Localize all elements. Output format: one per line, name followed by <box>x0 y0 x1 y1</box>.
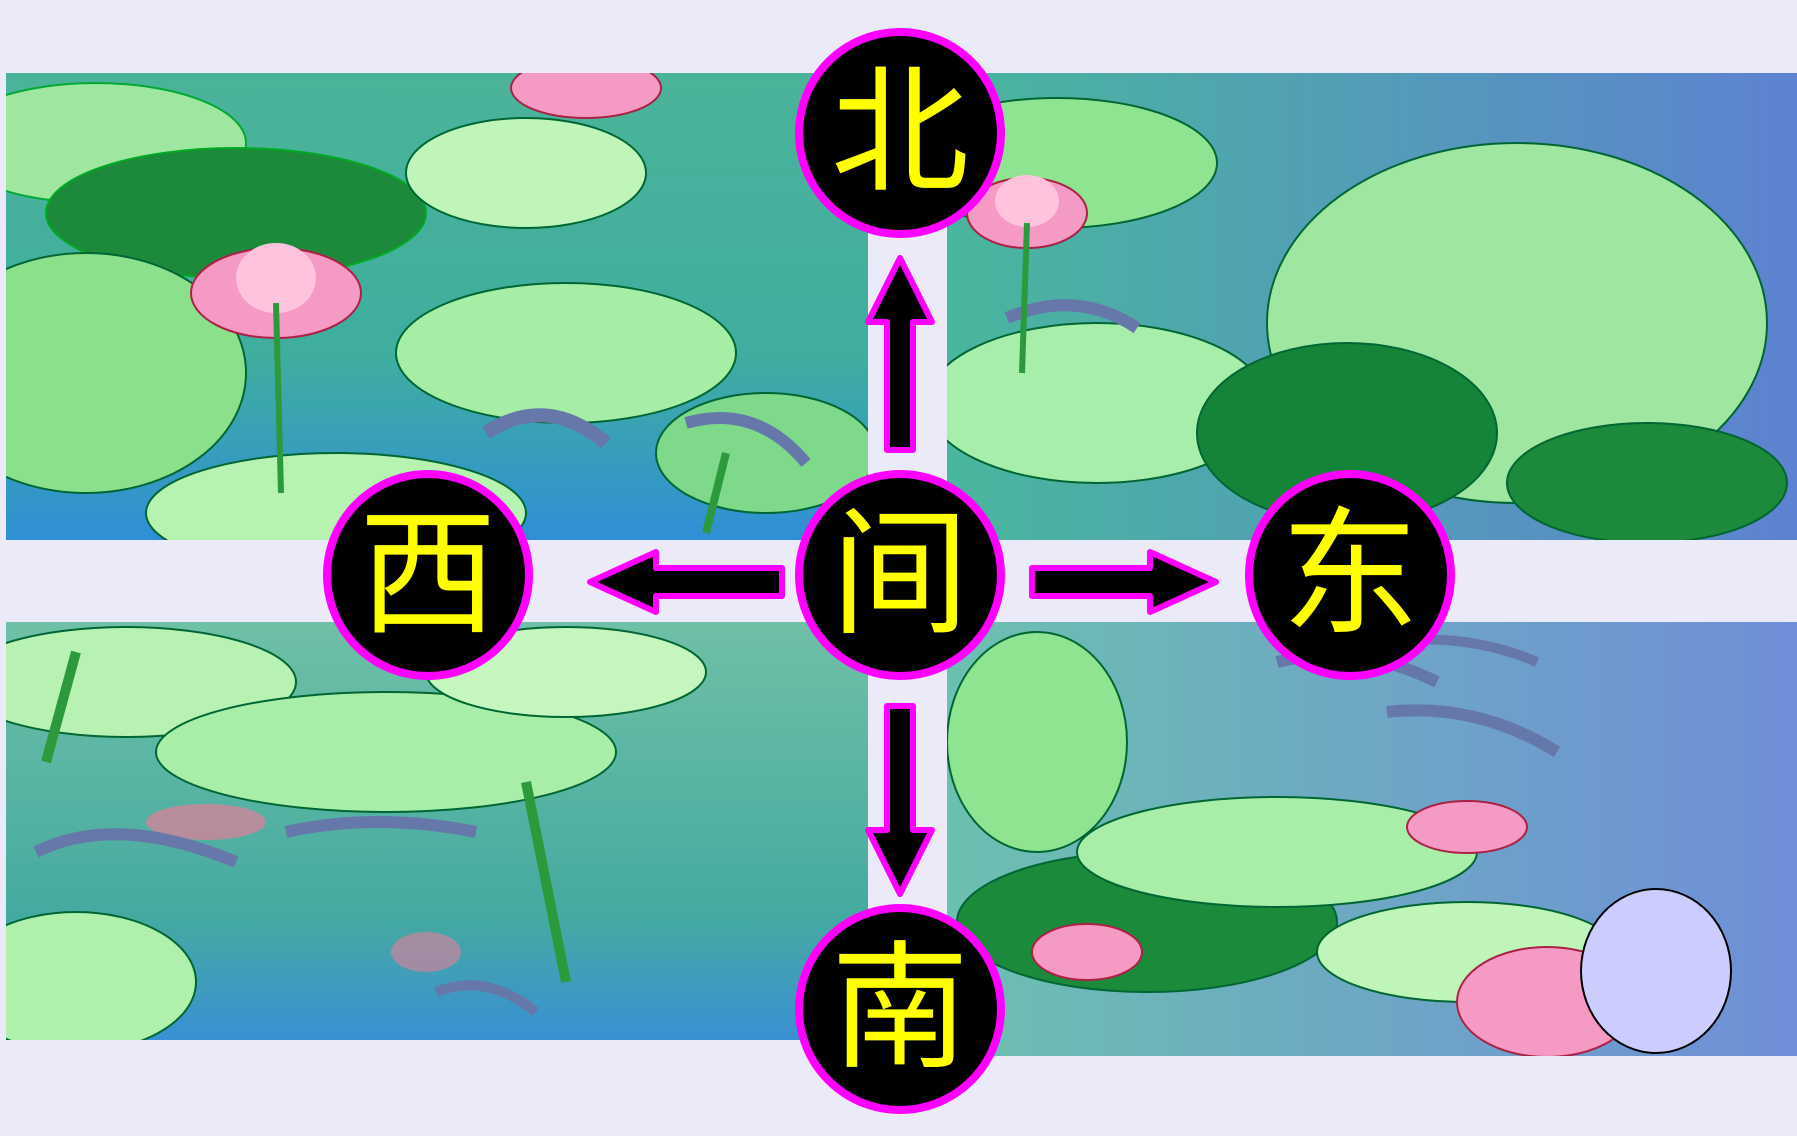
pond-image-northwest <box>6 73 868 540</box>
east-circle[interactable]: 东 <box>1245 470 1455 680</box>
south-label: 南 <box>830 928 969 1089</box>
pond-image-northeast <box>947 73 1797 540</box>
north-circle[interactable]: 北 <box>795 28 1005 238</box>
arrow-west <box>587 549 785 615</box>
lavender-circle-button[interactable] <box>1580 888 1732 1054</box>
north-label: 北 <box>830 52 969 213</box>
center-label: 间 <box>830 494 969 655</box>
pond-image-southwest <box>6 622 868 1040</box>
south-circle[interactable]: 南 <box>795 904 1005 1114</box>
arrow-south <box>865 703 935 897</box>
center-circle[interactable]: 间 <box>795 470 1005 680</box>
arrow-east <box>1029 549 1219 615</box>
west-label: 西 <box>358 494 497 655</box>
east-label: 东 <box>1280 494 1419 655</box>
arrow-north <box>865 255 935 453</box>
west-circle[interactable]: 西 <box>323 470 533 680</box>
